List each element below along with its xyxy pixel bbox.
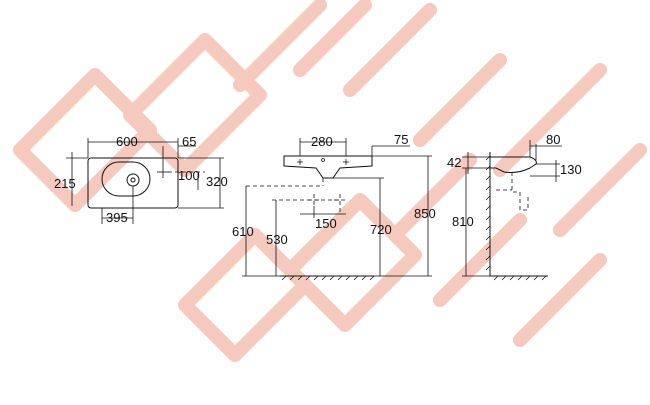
dim-drain-edge: 215 bbox=[54, 176, 76, 191]
wall-hatch bbox=[485, 155, 491, 271]
dim-mount-height: 810 bbox=[452, 214, 474, 229]
basin-front-outline bbox=[283, 155, 373, 179]
dim-tap-offset: 65 bbox=[182, 134, 196, 149]
drain-hole bbox=[126, 173, 140, 187]
side-view: 80 42 130 810 bbox=[447, 132, 582, 281]
dim-tap-front: 100 bbox=[178, 168, 200, 183]
dim-rim-height: 850 bbox=[414, 206, 436, 221]
floor-hatch bbox=[281, 275, 375, 281]
dim-rim-thickness: 42 bbox=[447, 155, 461, 170]
watermark-logo bbox=[13, 0, 647, 362]
dim-supply-height: 530 bbox=[266, 232, 288, 247]
dim-width: 600 bbox=[116, 134, 138, 149]
basin-side-outline bbox=[490, 156, 537, 173]
dim-depth: 320 bbox=[206, 174, 228, 189]
dim-drain-side: 395 bbox=[106, 210, 128, 225]
dim-tap-spacing: 280 bbox=[311, 134, 333, 149]
dim-drain-height: 610 bbox=[232, 224, 254, 239]
siphon-outline bbox=[496, 172, 529, 211]
dim-bracket-offset: 75 bbox=[394, 132, 408, 147]
front-view: 280 75 150 bbox=[232, 132, 436, 281]
tap-hole-marker bbox=[157, 166, 169, 178]
plan-view: 600 65 215 100 320 395 bbox=[54, 134, 228, 225]
dim-supply-spacing: 150 bbox=[315, 216, 337, 231]
dim-projection: 80 bbox=[546, 132, 560, 147]
dim-bowl-depth: 130 bbox=[560, 162, 582, 177]
dim-bowl-height: 720 bbox=[370, 222, 392, 237]
basin-bowl bbox=[101, 161, 151, 197]
